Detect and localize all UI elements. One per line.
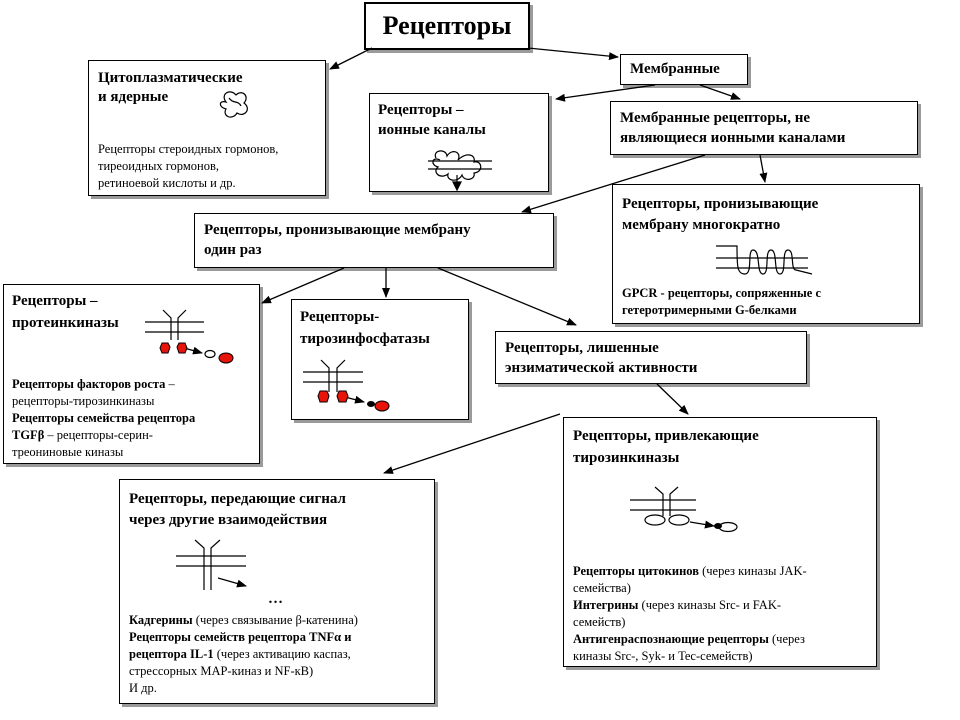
other-line-3: рецептора IL-1 (через активацию каспаз, [129, 646, 351, 663]
cytoplasmic-desc-2: тиреоидных гормонов, [98, 159, 219, 173]
membrane-label: Мембранные [630, 61, 720, 77]
recruit-tk-line-3-rest: (через киназы Src- и FAK- [638, 598, 782, 612]
arrow-to-recruit-tk [656, 383, 689, 415]
single-pass-heading-1: Рецепторы, пронизывающие мембрану [204, 222, 471, 238]
phosphatases-heading-1: Рецепторы- [300, 309, 380, 325]
growth-factor-receptors-label: Рецепторы факторов роста [12, 377, 166, 391]
cytokine-receptors-label: Рецепторы цитокинов [573, 564, 699, 578]
il1-receptor-label: рецептора IL-1 [129, 647, 214, 661]
recruit-tk-line-3: Интегрины (через киназы Src- и FAK- [573, 597, 781, 614]
single-pass-heading-2: один раз [204, 242, 262, 258]
recruit-tk-line-1: Рецепторы цитокинов (через киназы JAK- [573, 563, 807, 580]
arrow-to-multi-pass [759, 154, 768, 183]
multi-pass-heading-2: мембрану многократно [622, 217, 781, 233]
recruit-tk-line-6: киназы Src-, Syk- и Tec-семейств) [573, 649, 753, 663]
protein-kinases-line-4-rest: – рецепторы-серин- [44, 428, 153, 442]
title-box: Рецепторы [364, 2, 530, 50]
other-ellipsis: … [268, 591, 283, 607]
arrow-to-cytoplasmic [329, 47, 373, 70]
recruit-tk-heading-2: тирозинкиназы [573, 450, 680, 466]
protein-kinases-line-1: Рецепторы факторов роста – [12, 376, 175, 393]
other-line-2: Рецепторы семейств рецептора TNFα и [129, 630, 352, 644]
recruit-tyrosine-kinase-receptors-box: Рецепторы, привлекающие тирозинкиназы Ре… [563, 417, 877, 667]
protein-kinases-line-2: рецепторы-тирозинкиназы [12, 394, 155, 408]
other-line-1: Кадгерины (через связывание β-катенина) [129, 612, 358, 629]
multi-pass-desc-1: GPCR - рецепторы, сопряженные с [622, 286, 822, 300]
multi-pass-desc-2: гетеротримерными G-белками [622, 303, 797, 317]
recruit-tk-line-4: семейств) [573, 615, 626, 629]
other-heading-1: Рецепторы, передающие сигнал [129, 491, 346, 507]
multi-pass-heading-1: Рецепторы, пронизывающие [622, 196, 819, 212]
other-interaction-receptors-box: Рецепторы, передающие сигнал через други… [119, 479, 435, 704]
arrow-to-other-interactions [383, 413, 561, 474]
recruit-tk-line-5: Антигенраспознающие рецепторы (через [573, 631, 805, 648]
arrow-to-ion-channels [555, 84, 656, 102]
cytoplasmic-heading-1: Цитоплазматические [98, 70, 243, 86]
non-ion-heading-1: Мембранные рецепторы, не [620, 110, 811, 126]
ion-channel-receptors-box: Рецепторы – ионные каналы [369, 93, 549, 192]
membrane-receptors-box: Мембранные [620, 54, 748, 85]
phosphatase-receptors-box: Рецепторы- тирозинфосфатазы [291, 299, 469, 420]
cytoplasmic-desc-3: ретиноевой кислоты и др. [98, 176, 236, 190]
no-enzyme-heading-1: Рецепторы, лишенные [505, 340, 659, 356]
other-line-1-rest: (через связывание β-катенина) [192, 613, 358, 627]
ion-channels-heading-1: Рецепторы – [378, 102, 464, 118]
no-enzyme-heading-2: энзиматической активности [505, 360, 698, 376]
recruit-tk-line-1-rest: (через киназы JAK- [698, 564, 807, 578]
multi-pass-receptors-box: Рецепторы, пронизывающие мембрану многок… [612, 184, 920, 324]
cytoplasmic-receptors-box: Цитоплазматические и ядерные Рецепторы с… [88, 60, 326, 196]
non-ion-channel-receptors-box: Мембранные рецепторы, не являющиеся ионн… [610, 101, 918, 155]
recruit-tk-heading-1: Рецепторы, привлекающие [573, 428, 759, 444]
cytoplasmic-heading-2: и ядерные [98, 89, 169, 105]
non-enzymatic-receptors-box: Рецепторы, лишенные энзиматической актив… [495, 331, 807, 384]
cadherins-label: Кадгерины [129, 613, 193, 627]
protein-kinases-heading-1: Рецепторы – [12, 293, 98, 309]
recruit-tk-line-5-rest: (через [768, 632, 805, 646]
antigen-receptors-label: Антигенраспознающие рецепторы [573, 632, 769, 646]
non-ion-heading-2: являющиеся ионными каналами [620, 130, 846, 146]
other-line-4: стрессорных МАР-киназ и NF-кB) [129, 664, 314, 678]
arrow-to-non-ion [699, 84, 741, 100]
arrow-to-membrane [527, 47, 619, 61]
other-line-3-rest: (через активацию каспаз, [213, 647, 351, 661]
recruit-tk-line-2: семейства) [573, 581, 631, 595]
protein-kinases-line-5: треониновые киназы [12, 445, 124, 459]
cytoplasmic-desc-1: Рецепторы стероидных гормонов, [98, 142, 279, 156]
phosphatases-heading-2: тирозинфосфатазы [300, 331, 430, 347]
protein-kinases-line-1-rest: – [165, 377, 175, 391]
arrow-to-protein-kinases [261, 267, 345, 304]
ion-channels-heading-2: ионные каналы [378, 122, 486, 138]
protein-kinases-line-3: Рецепторы семейства рецептора [12, 411, 196, 425]
integrins-label: Интегрины [573, 598, 639, 612]
protein-kinases-heading-2: протеинкиназы [12, 315, 119, 331]
other-line-5: И др. [129, 681, 157, 695]
tgf-beta-label: TGFβ [12, 428, 45, 442]
other-heading-2: через другие взаимодействия [129, 512, 328, 528]
page-title: Рецепторы [382, 11, 512, 40]
protein-kinase-receptors-box: Рецепторы – протеинкиназы Рецепторы факт… [3, 284, 260, 464]
protein-kinases-line-4: TGFβ – рецепторы-серин- [12, 427, 153, 444]
single-pass-receptors-box: Рецепторы, пронизывающие мембрану один р… [194, 213, 554, 268]
